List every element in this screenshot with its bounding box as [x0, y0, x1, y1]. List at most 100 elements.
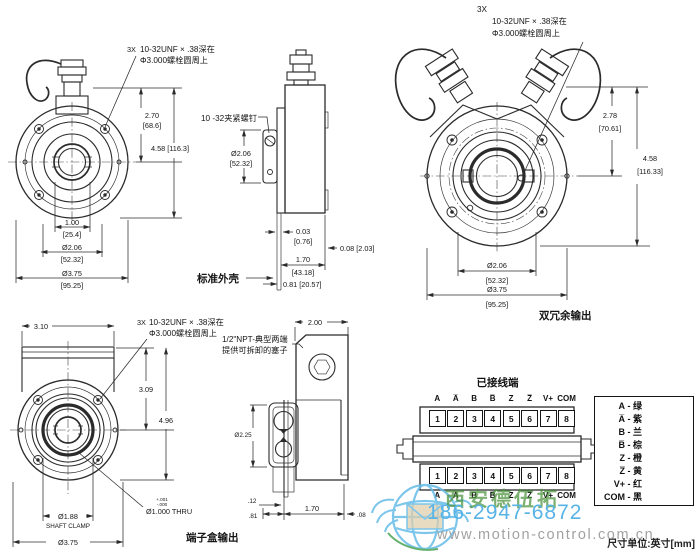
dim-3.75-dual: Ø3.75 — [487, 285, 507, 294]
bolt-callout-line1: 10-32UNF × .38深在 — [140, 44, 215, 54]
terminal-number: 6 — [527, 413, 533, 424]
legend-row: V+ - 红 — [613, 479, 643, 489]
dim-0.03-mm: [0.76] — [294, 237, 312, 246]
signal-label: Z̅ — [527, 491, 533, 500]
signal-label: A — [434, 491, 441, 500]
dim-2.00: 2.00 — [308, 318, 322, 327]
terminal-number: 2 — [453, 413, 459, 424]
dim-3.75-tbox: Ø3.75 — [58, 538, 78, 547]
dim-2.06: Ø2.06 — [62, 243, 82, 252]
terminal-cell: 4 — [484, 467, 502, 484]
terminal-number: 5 — [508, 470, 514, 481]
terminal-number: 1 — [435, 413, 440, 424]
npt-callout-line1: 1/2"NPT-典型两端 — [222, 334, 288, 344]
dim-0.08-tbox: .08 — [357, 512, 366, 519]
terminal-number: 1 — [435, 470, 440, 481]
terminal-signal-row-top: A A̅ B B̅ Z Z̅ V+ COM — [428, 394, 576, 403]
dim-3.10: 3.10 — [34, 322, 48, 331]
dim-2.78: 2.78 — [603, 111, 617, 120]
mounting-screw-holes-tbox — [18, 395, 118, 465]
legend-row: A̅ - 紫 — [618, 414, 643, 424]
label-dual-redundant-output: 双冗余输出 — [538, 309, 592, 322]
bore-tol-top: +.001 — [156, 497, 168, 502]
bolt-callout-dual-line1: 10-32UNF × .38深在 — [492, 16, 567, 26]
signal-label: COM — [557, 491, 576, 500]
terminal-cell: 3 — [465, 410, 483, 427]
dim-4.58: 4.58 [116.3] — [151, 144, 189, 153]
dim-4.96: 4.96 — [159, 416, 173, 425]
terminal-signal-row-bottom: A A̅ B B̅ Z Z̅ V+ COM — [428, 491, 576, 500]
units-note: 尺寸单位:英寸[mm] — [607, 539, 695, 550]
legend-row: Z̅ - 黄 — [619, 466, 643, 476]
dim-1.70-mm: [43.18] — [292, 268, 314, 277]
signal-label: B̅ — [489, 394, 496, 403]
side-connector — [286, 49, 316, 86]
dim-2.78-mm: [70.61] — [599, 124, 621, 133]
bolt-callout-dual-line2: Φ3.000螺栓圆周上 — [492, 28, 560, 38]
npt-callout-line2: 提供可拆卸的塞子 — [222, 345, 288, 355]
bolt-callout-line2: Φ3.000螺栓圆周上 — [140, 55, 208, 65]
signal-label: A̅ — [452, 491, 459, 500]
signal-label: A̅ — [452, 394, 459, 403]
terminal-cell: 5 — [502, 467, 520, 484]
legend-row: B̅ - 棕 — [618, 440, 643, 450]
terminal-cell: 7 — [539, 467, 557, 484]
signal-label: Z — [508, 491, 514, 500]
dim-2.06-mm: [52.32] — [61, 255, 83, 264]
terminal-number: 7 — [545, 413, 551, 424]
dim-3.75: Ø3.75 — [62, 269, 82, 278]
terminal-cell: 8 — [558, 467, 575, 484]
dim-0.12: .12 — [248, 498, 257, 505]
terminal-cell: 7 — [539, 410, 557, 427]
figure-dual-redundant-front: 3X 10-32UNF × .38深在 Φ3.000螺栓圆周上 2.78 [70… — [394, 5, 663, 322]
terminal-number: 6 — [527, 470, 533, 481]
terminal-cell: 3 — [465, 467, 483, 484]
dim-3.75-mm: [95.25] — [61, 281, 83, 290]
label-terminal-box-output: 端子盒输出 — [186, 531, 239, 544]
terminal-number: 3 — [471, 470, 477, 481]
terminal-title: 已接线端 — [476, 377, 519, 389]
signal-label: V+ — [543, 491, 554, 500]
dim-1.70: 1.70 — [296, 255, 310, 264]
dim-0.81-tbox: .81 — [249, 513, 258, 520]
signal-label: A — [434, 394, 441, 403]
dim-0.08: 0.08 [2.03] — [340, 244, 375, 253]
signal-label: B — [471, 394, 478, 403]
terminal-cell: 6 — [521, 410, 539, 427]
terminal-cell: 8 — [558, 410, 575, 427]
dim-1.00: 1.00 — [65, 218, 79, 227]
terminal-cell-row-bottom: 1 2 3 4 5 6 7 8 — [429, 467, 575, 484]
signal-label: V+ — [543, 394, 554, 403]
dim-4.58-dual-mm: [116.33] — [637, 167, 663, 176]
terminal-number: 8 — [564, 470, 569, 481]
terminal-number: 8 — [564, 413, 569, 424]
wire-color-legend: A - 绿 A̅ - 紫 B - 兰 B̅ - 棕 Z - 橙 Z̅ - 黄 V… — [594, 396, 694, 506]
dim-2.70-mm: [68.6] — [143, 121, 161, 130]
legend-row: B - 兰 — [618, 427, 643, 437]
qty-label-tbox: 3X — [137, 318, 146, 327]
dim-3.75-dual-mm: [95.25] — [486, 300, 508, 309]
signal-label: B — [471, 491, 478, 500]
terminal-number: 5 — [508, 413, 514, 424]
dim-2.06-dual-mm: [52.32] — [486, 276, 508, 285]
clamp-screw-callout: 10 -32夹紧螺钉 — [201, 113, 257, 123]
terminal-number: 4 — [490, 470, 496, 481]
label-standard-housing: 标准外壳 — [196, 272, 239, 285]
terminal-number: 3 — [471, 413, 477, 424]
terminal-cell: 2 — [447, 467, 465, 484]
dim-2.06-side-mm: [52.32] — [230, 159, 252, 168]
mounting-screw-holes — [22, 124, 122, 200]
clamp-collar — [262, 129, 278, 184]
terminal-cell: 1 — [429, 467, 446, 484]
terminal-number: 7 — [545, 470, 551, 481]
conduit-plugs — [268, 402, 299, 493]
signal-label: Z — [508, 394, 514, 403]
dim-0.81: 0.81 [20.57] — [283, 280, 322, 289]
legend-row: Z - 橙 — [619, 453, 643, 463]
connector-with-cap — [25, 59, 89, 115]
terminal-number: 2 — [453, 470, 459, 481]
bolt-callout-tbox-line2: Φ3.000螺栓圆周上 — [149, 328, 217, 338]
dim-1.70-tbox: 1.70 — [305, 504, 319, 513]
figure-standard-front: 3X 10-32UNF × .38深在 Φ3.000螺栓圆周上 2.70 [68… — [8, 44, 215, 290]
